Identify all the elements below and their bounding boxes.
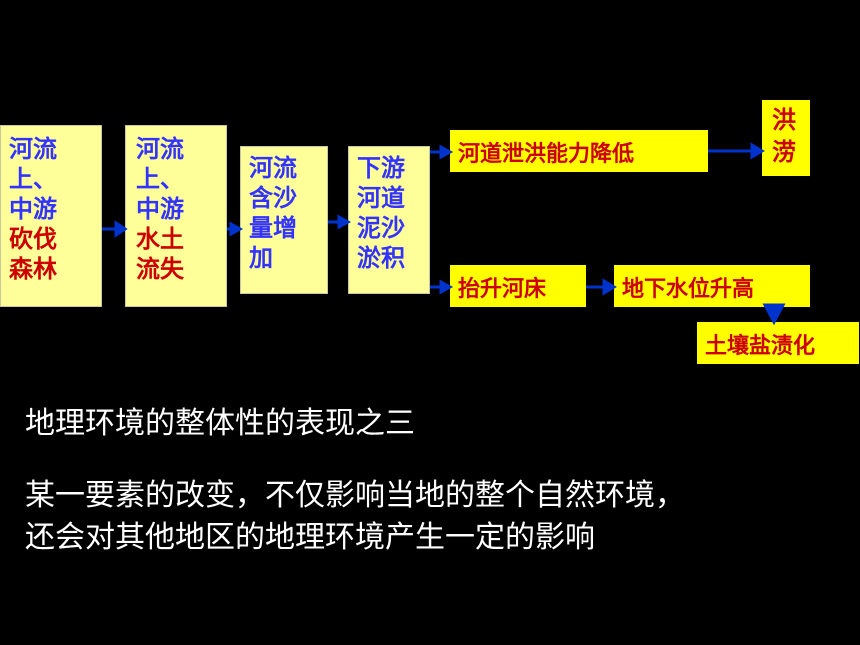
node-soil-erosion-line: 流失 (136, 255, 184, 283)
node-soil-erosion-line: 中游 (136, 195, 184, 223)
arrowhead-icon (114, 220, 128, 238)
arrowhead-icon (762, 303, 786, 326)
node-deforestation-line: 砍伐 (9, 225, 57, 253)
arrowhead-icon (229, 221, 244, 237)
node-soil-erosion-line: 河流 (136, 135, 184, 163)
node-deforestation: 河流 上、 中游 砍伐 森林 (0, 125, 102, 307)
node-downstream-deposition-line: 淤积 (357, 244, 405, 272)
node-flood-capacity-decrease-label: 河道泄洪能力降低 (458, 142, 635, 167)
node-sediment-increase-line: 加 (249, 244, 273, 272)
node-sediment-increase-line: 含沙 (249, 184, 297, 212)
node-groundwater-rise-label: 地下水位升高 (622, 277, 755, 302)
node-soil-erosion-line: 上、 (136, 165, 184, 193)
node-flood-capacity-decrease: 河道泄洪能力降低 (450, 130, 708, 172)
arrowhead-icon (602, 278, 617, 296)
node-flood-line: 涝 (772, 138, 796, 166)
heading: 地理环境的整体性的表现之三 (25, 406, 415, 441)
node-raise-riverbed-label: 抬升河床 (458, 277, 547, 302)
node-deforestation-line: 中游 (9, 195, 57, 223)
node-soil-salinization: 土壤盐渍化 (697, 322, 859, 364)
node-downstream-deposition: 下游 河道 泥沙 淤积 (348, 146, 430, 294)
arrowhead-icon (439, 144, 454, 160)
node-sediment-increase-line: 河流 (249, 154, 297, 182)
node-flood: 洪 涝 (762, 100, 810, 176)
node-soil-erosion-line: 水土 (136, 225, 184, 253)
node-flood-line: 洪 (772, 106, 796, 134)
body-line-1: 某一要素的改变，不仅影响当地的整个自然环境， (25, 478, 685, 513)
node-deforestation-line: 上、 (9, 165, 57, 193)
node-deforestation-line: 河流 (9, 135, 57, 163)
node-soil-salinization-label: 土壤盐渍化 (705, 334, 816, 359)
node-soil-erosion: 河流 上、 中游 水土 流失 (125, 125, 227, 307)
arrowhead-icon (439, 279, 454, 295)
node-sediment-increase-line: 量增 (249, 214, 297, 242)
body-line-2: 还会对其他地区的地理环境产生一定的影响 (25, 520, 595, 555)
node-raise-riverbed: 抬升河床 (450, 265, 586, 307)
node-sediment-increase: 河流 含沙 量增 加 (240, 146, 328, 294)
node-downstream-deposition-line: 泥沙 (357, 214, 405, 242)
node-groundwater-rise: 地下水位升高 (614, 265, 810, 307)
node-downstream-deposition-line: 下游 (357, 154, 405, 182)
node-deforestation-line: 森林 (9, 255, 57, 283)
arrowhead-icon (750, 142, 765, 160)
arrowhead-icon (337, 214, 352, 230)
node-downstream-deposition-line: 河道 (357, 184, 405, 212)
